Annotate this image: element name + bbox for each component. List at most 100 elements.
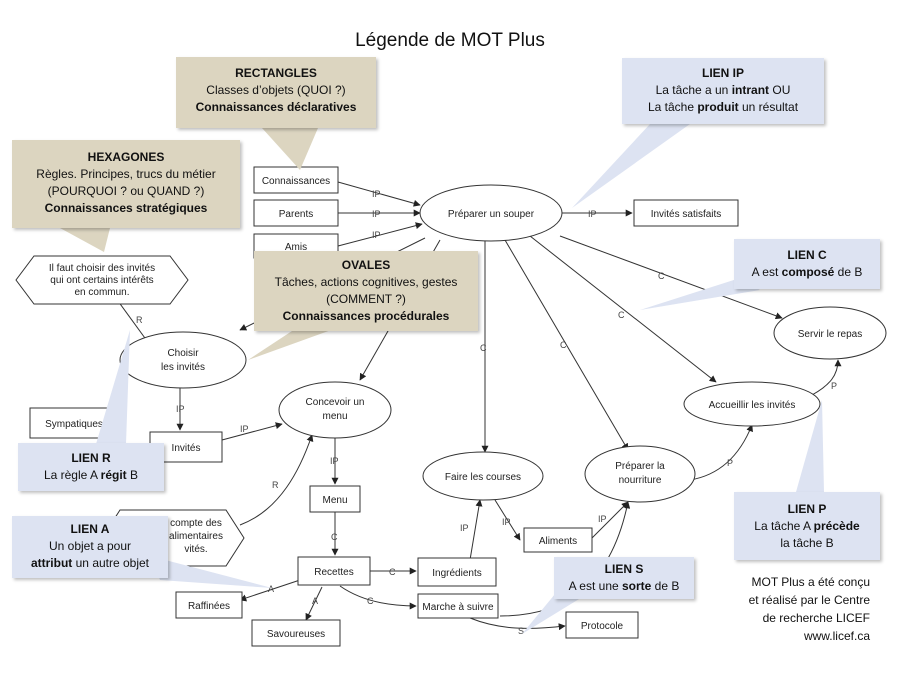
link-label-c: C bbox=[389, 567, 396, 577]
node-menu: Menu bbox=[309, 485, 361, 513]
pointer-lien-s bbox=[522, 588, 584, 634]
svg-text:Invités: Invités bbox=[172, 443, 201, 454]
callout-ovales: OVALES Tâches, actions cognitives, geste… bbox=[254, 251, 478, 331]
link-marche-protocole bbox=[469, 617, 566, 631]
pointer-lien-a bbox=[150, 556, 272, 588]
svg-text:Amis: Amis bbox=[285, 242, 307, 253]
link-label-c: C bbox=[480, 343, 487, 353]
link-accueillir-servir bbox=[811, 359, 842, 396]
link-label-a: A bbox=[312, 596, 318, 606]
node-savoureuses: Savoureuses bbox=[251, 619, 341, 647]
link-label-ip: IP bbox=[240, 424, 249, 434]
link-label-ip: IP bbox=[460, 523, 469, 533]
svg-text:Concevoir un: Concevoir un bbox=[306, 397, 365, 408]
link-connaissances-souper bbox=[337, 181, 421, 207]
callout-lien-r: LIEN R La règle A régit B bbox=[18, 443, 164, 491]
node-faire-courses: Faire les courses bbox=[422, 451, 544, 501]
link-amis-souper bbox=[337, 222, 423, 247]
link-recettes-raffinees bbox=[239, 579, 301, 602]
link-label-c: C bbox=[331, 532, 338, 542]
node-invites-satisfaits: Invités satisfaits bbox=[633, 199, 739, 227]
svg-text:Choisir: Choisir bbox=[167, 348, 199, 359]
svg-text:Ingrédients: Ingrédients bbox=[432, 568, 481, 579]
svg-text:Faire les courses: Faire les courses bbox=[445, 472, 521, 483]
link-label-p: P bbox=[831, 381, 837, 391]
callout-lien-p: LIEN P La tâche A précède la tâche B bbox=[734, 492, 880, 560]
link-label-c: C bbox=[367, 596, 374, 606]
link-recettes-marche bbox=[339, 585, 417, 610]
link-label-s: S bbox=[518, 626, 524, 636]
svg-text:Il faut choisir des invités: Il faut choisir des invités bbox=[49, 263, 155, 274]
link-labels: IP IP IP IP C C C C R IP IP R IP C C C A… bbox=[136, 189, 837, 636]
node-preparer-souper: Préparer un souper bbox=[419, 184, 563, 242]
link-label-c: C bbox=[658, 271, 665, 281]
pointer-lien-ip bbox=[572, 124, 690, 208]
link-nourriture-accueillir bbox=[689, 424, 753, 481]
svg-text:Savoureuses: Savoureuses bbox=[267, 629, 325, 640]
link-label-ip: IP bbox=[588, 209, 597, 219]
node-marche: Marche à suivre bbox=[417, 593, 499, 619]
node-accueillir: Accueillir les invités bbox=[683, 381, 821, 427]
node-regle-choix: Il faut choisir des invités qui ont cert… bbox=[15, 255, 189, 305]
link-label-ip: IP bbox=[330, 456, 339, 466]
link-ingredients-courses bbox=[469, 499, 483, 561]
svg-text:alimentaires: alimentaires bbox=[169, 531, 223, 542]
link-label-ip: IP bbox=[176, 404, 185, 414]
node-aliments: Aliments bbox=[523, 527, 593, 553]
svg-text:Aliments: Aliments bbox=[539, 536, 577, 547]
callout-lien-ip: LIEN IP La tâche a un intrant OU La tâch… bbox=[622, 58, 824, 124]
callout-lien-s: LIEN S A est une sorte de B bbox=[554, 557, 694, 599]
pointer-hexagones bbox=[60, 228, 110, 252]
node-servir-repas: Servir le repas bbox=[773, 306, 887, 360]
link-label-ip: IP bbox=[372, 209, 381, 219]
link-souper-servir bbox=[559, 235, 783, 320]
credit-note: MOT Plus a été conçu et réalisé par le C… bbox=[748, 575, 870, 643]
page-title: Légende de MOT Plus bbox=[355, 30, 545, 51]
link-label-a: A bbox=[268, 584, 274, 594]
link-label-p: P bbox=[727, 458, 733, 468]
node-recettes: Recettes bbox=[297, 556, 371, 586]
link-label-r: R bbox=[136, 315, 143, 325]
link-regle2-concevoir bbox=[239, 434, 314, 526]
callout-hexagones: HEXAGONES Règles. Principes, trucs du mé… bbox=[12, 140, 240, 228]
callout-rectangles: RECTANGLES Classes d’objets (QUOI ?) Con… bbox=[176, 57, 376, 128]
svg-text:Connaissances: Connaissances bbox=[262, 176, 330, 187]
svg-text:Marche à suivre: Marche à suivre bbox=[422, 602, 494, 613]
link-invites-concevoir bbox=[221, 422, 283, 441]
link-label-ip: IP bbox=[502, 517, 511, 527]
svg-text:Sympatiques: Sympatiques bbox=[45, 419, 103, 430]
pointer-rectangles bbox=[262, 128, 318, 170]
svg-text:Parents: Parents bbox=[279, 209, 313, 220]
svg-text:Préparer la: Préparer la bbox=[615, 461, 665, 472]
link-recettes-savoureuses bbox=[305, 586, 323, 621]
link-aliments-nourriture bbox=[591, 501, 629, 539]
link-souper-nourriture bbox=[504, 239, 629, 451]
links bbox=[109, 181, 842, 631]
node-preparer-nourriture: Préparer la nourriture bbox=[584, 445, 696, 503]
link-label-ip: IP bbox=[372, 230, 381, 240]
link-courses-aliments bbox=[494, 499, 521, 541]
node-concevoir-menu: Concevoir un menu bbox=[278, 381, 392, 439]
svg-text:Invités satisfaits: Invités satisfaits bbox=[651, 209, 722, 220]
link-label-ip: IP bbox=[372, 189, 381, 199]
node-raffinees: Raffinées bbox=[175, 591, 243, 619]
callout-pointers bbox=[60, 124, 824, 634]
svg-text:Servir le repas: Servir le repas bbox=[798, 329, 862, 340]
svg-text:compte des: compte des bbox=[170, 518, 222, 529]
svg-text:Accueillir les invités: Accueillir les invités bbox=[709, 400, 796, 411]
link-label-r: R bbox=[272, 480, 279, 490]
svg-text:Menu: Menu bbox=[322, 495, 347, 506]
link-souper-accueillir bbox=[529, 235, 717, 383]
node-ingredients: Ingrédients bbox=[417, 557, 497, 587]
link-label-c: C bbox=[618, 310, 625, 320]
svg-text:Préparer un souper: Préparer un souper bbox=[448, 209, 535, 220]
svg-text:nourriture: nourriture bbox=[619, 475, 662, 486]
node-parents: Parents bbox=[253, 199, 339, 227]
node-protocole: Protocole bbox=[565, 611, 639, 639]
link-label-ip: IP bbox=[598, 514, 607, 524]
callout-lien-c: LIEN C A est composé de B bbox=[734, 239, 880, 289]
svg-text:Recettes: Recettes bbox=[314, 567, 353, 578]
svg-text:les invités: les invités bbox=[161, 362, 205, 373]
pointer-lien-c bbox=[640, 278, 760, 310]
